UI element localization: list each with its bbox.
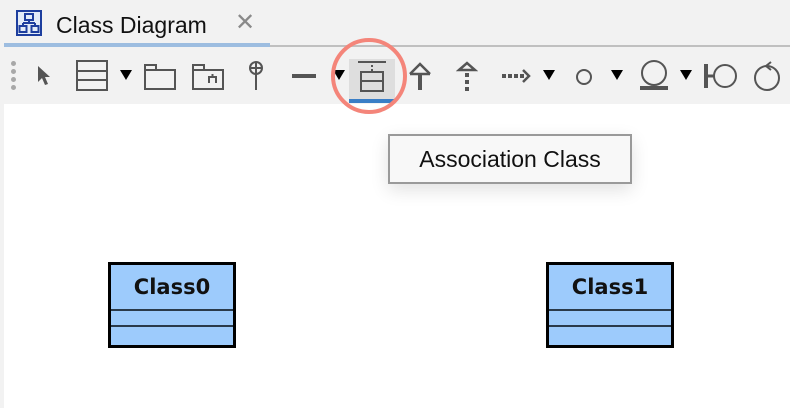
generalization-arrow-icon <box>409 62 431 90</box>
containment-tool-button[interactable] <box>242 56 270 96</box>
association-dropdown-arrow-icon[interactable] <box>333 70 345 80</box>
dependency-dropdown-arrow-icon[interactable] <box>543 70 555 80</box>
class-diagram-icon <box>16 10 42 36</box>
model-package-icon <box>192 64 224 90</box>
tooltip-text: Association Class <box>419 145 601 172</box>
robustness-entity-icon <box>640 60 668 90</box>
association-line-icon <box>292 74 316 78</box>
selected-tool-indicator <box>349 99 395 103</box>
interface-dropdown-arrow-icon[interactable] <box>611 70 623 80</box>
tab-title: Class Diagram <box>56 12 207 38</box>
close-icon[interactable]: ✕ <box>234 9 256 36</box>
tab-bar-divider <box>270 45 790 47</box>
association-class-tool-button[interactable] <box>349 56 395 96</box>
package-icon <box>144 64 176 90</box>
uml-class-class1[interactable]: Class1 <box>546 262 674 348</box>
control-icon <box>754 61 780 91</box>
model-tool-button[interactable] <box>190 56 226 96</box>
generalization-tool-button[interactable] <box>404 56 436 96</box>
uml-class-class0[interactable]: Class0 <box>108 262 236 348</box>
class-tool-button[interactable] <box>74 56 110 96</box>
tab-class-diagram[interactable]: Class Diagram ✕ <box>4 0 270 47</box>
class-divider <box>549 309 671 311</box>
entity-tool-button[interactable] <box>636 56 672 96</box>
tooltip: Association Class <box>388 134 632 184</box>
realization-tool-button[interactable] <box>452 56 482 96</box>
class-dropdown-arrow-icon[interactable] <box>120 70 132 80</box>
select-tool-button[interactable] <box>30 56 58 96</box>
class-name: Class1 <box>571 275 649 299</box>
operations-compartment[interactable] <box>111 327 233 345</box>
class-divider <box>111 309 233 311</box>
class-icon <box>76 60 108 91</box>
active-tab-indicator <box>4 43 270 47</box>
realization-arrow-icon <box>456 61 478 91</box>
class-name: Class0 <box>133 275 211 299</box>
package-tool-button[interactable] <box>142 56 178 96</box>
interface-tool-button[interactable] <box>572 56 596 96</box>
association-class-icon <box>358 61 386 92</box>
class-divider <box>111 325 233 327</box>
dependency-arrow-icon <box>502 69 531 83</box>
tab-bar: Class Diagram ✕ <box>0 0 790 48</box>
boundary-icon <box>704 64 737 88</box>
pointer-arrow-icon <box>38 66 50 85</box>
attributes-compartment[interactable] <box>111 311 233 325</box>
containment-icon <box>249 61 263 90</box>
attributes-compartment[interactable] <box>549 311 671 325</box>
operations-compartment[interactable] <box>549 327 671 345</box>
toolbar-grip-handle[interactable] <box>10 61 18 91</box>
entity-dropdown-arrow-icon[interactable] <box>680 70 692 80</box>
interface-circle-icon <box>576 69 592 85</box>
control-tool-button[interactable] <box>750 56 784 96</box>
boundary-tool-button[interactable] <box>702 56 738 96</box>
palette-toolbar <box>0 48 790 104</box>
dependency-tool-button[interactable] <box>500 56 532 96</box>
association-tool-button[interactable] <box>288 56 320 96</box>
class-divider <box>549 325 671 327</box>
